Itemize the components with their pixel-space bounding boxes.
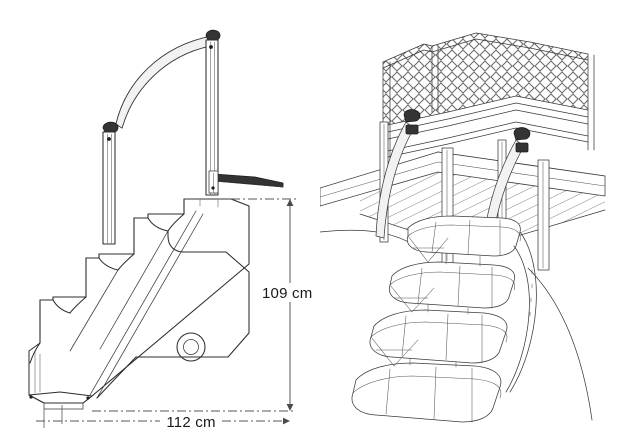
dimension-height: 109 cm: [92, 198, 312, 412]
lattice-railing: [382, 32, 595, 186]
handrail-post-tall: [205, 29, 221, 196]
step-top: [406, 215, 521, 257]
side-elevation-panel: 109 cm 112 cm: [28, 29, 312, 431]
step-undersides: [29, 213, 185, 364]
stair-inner-supports: [409, 252, 481, 368]
step-nosings: [39, 198, 185, 344]
step-third: [369, 309, 508, 364]
stair-unit-perspective: [351, 215, 537, 423]
base-foot: [28, 350, 93, 410]
stair-body: [28, 198, 250, 410]
step-bottom: [351, 362, 502, 423]
dimension-depth-label: 112 cm: [166, 414, 215, 431]
perspective-view-drawing: [320, 32, 606, 423]
handrail-post-short: [102, 121, 119, 245]
side-braces: [370, 235, 449, 367]
dimension-height-label: 109 cm: [262, 285, 312, 302]
stringer-inner-edge: [89, 210, 204, 399]
perspective-view-panel: [320, 0, 633, 446]
drain-plug-boss: [176, 332, 206, 362]
curved-handrail: [115, 35, 213, 129]
dimension-depth: 112 cm: [36, 403, 290, 431]
step-second: [388, 261, 516, 309]
side-elevation-drawing: 109 cm 112 cm: [28, 29, 312, 431]
deck-mounting-bracket: [208, 170, 284, 194]
